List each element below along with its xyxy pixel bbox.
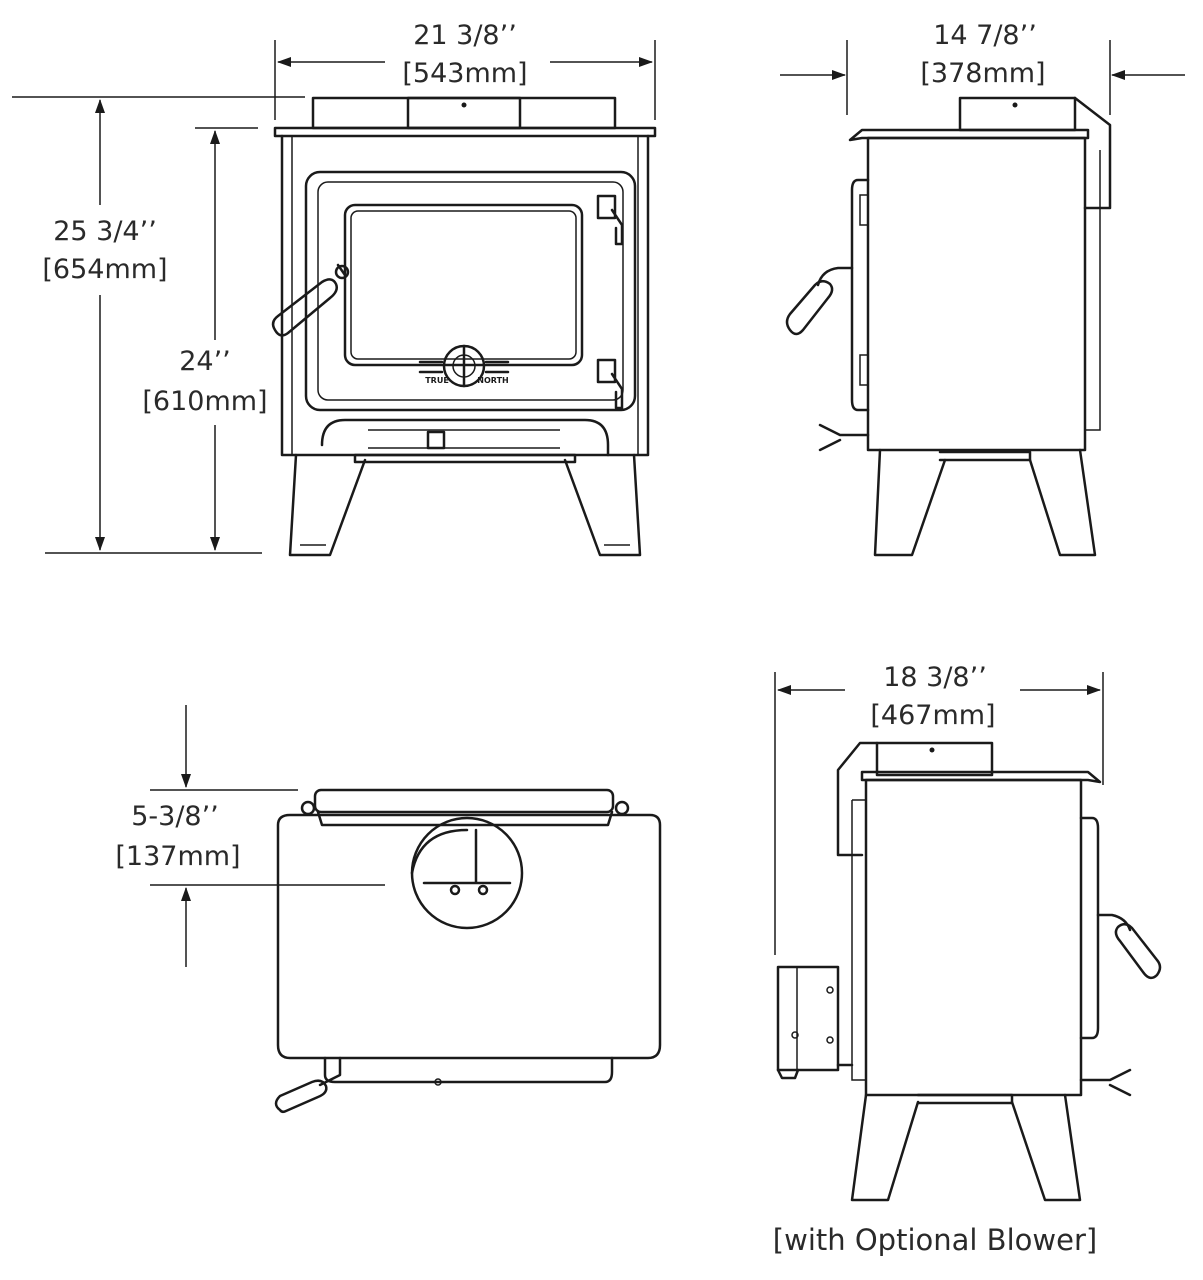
top-view: 5-3/8’’ [137mm]: [115, 705, 662, 1114]
side-stove-drawing: [785, 96, 1112, 557]
side-depth-in: 14 7/8’’: [933, 20, 1037, 51]
front-view: 21 3/8’’ [543mm] 25 3/4’’ [654mm] 24’’ […: [12, 20, 657, 557]
top-offset-mm: [137mm]: [115, 841, 240, 872]
blower-stove-drawing: [776, 741, 1162, 1202]
side-view: 14 7/8’’ [378mm]: [780, 20, 1185, 557]
blower-caption: [with Optional Blower]: [773, 1223, 1097, 1257]
side-depth-mm: [378mm]: [920, 58, 1045, 89]
logo-text-right: NORTH: [477, 376, 508, 385]
blower-depth-in: 18 3/8’’: [883, 662, 987, 693]
front-width-in: 21 3/8’’: [413, 20, 517, 51]
top-offset-in: 5-3/8’’: [131, 801, 219, 832]
door-handle: [271, 263, 350, 337]
body-height-in: 24’’: [179, 346, 231, 377]
blower-dimensions: 18 3/8’’ [467mm]: [774, 662, 1104, 955]
door-hinges: [596, 194, 624, 410]
front-stove-drawing: TRUE NORTH: [271, 96, 657, 557]
logo-text-left: TRUE: [425, 376, 449, 385]
top-stove-drawing: [274, 788, 662, 1114]
top-dimensions: 5-3/8’’ [137mm]: [115, 705, 385, 967]
total-height-in: 25 3/4’’: [53, 216, 157, 247]
front-width-mm: [543mm]: [402, 58, 527, 89]
total-height-mm: [654mm]: [42, 254, 167, 285]
body-height-mm: [610mm]: [142, 386, 267, 417]
front-dimensions: 21 3/8’’ [543mm] 25 3/4’’ [654mm] 24’’ […: [12, 20, 656, 554]
side-blower-view: 18 3/8’’ [467mm] [with Optional Blower]: [773, 662, 1162, 1257]
side-dimensions: 14 7/8’’ [378mm]: [780, 20, 1185, 115]
blower-depth-mm: [467mm]: [870, 700, 995, 731]
